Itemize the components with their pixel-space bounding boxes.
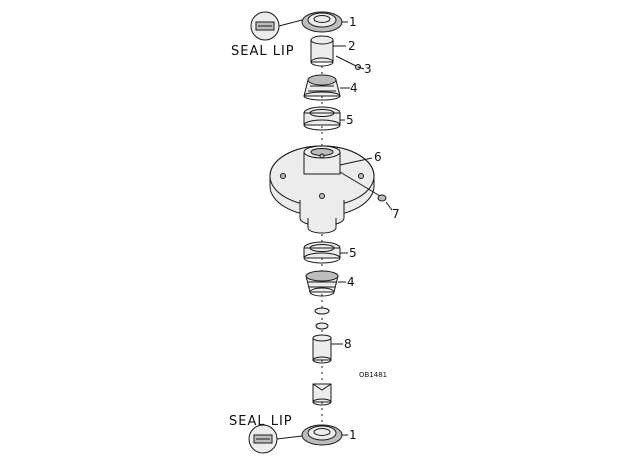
part-bearing-cone-bottom — [305, 270, 339, 297]
part-spacer — [312, 334, 332, 364]
part-bearing-cone-top — [303, 74, 341, 101]
callout-4-top: 4 — [350, 81, 358, 95]
callout-6: 6 — [374, 150, 382, 164]
seal-lip-label-top: SEAL LIP — [231, 44, 295, 59]
callout-4-bottom: 4 — [347, 275, 355, 289]
part-hub — [269, 145, 375, 234]
callout-7: 7 — [392, 207, 400, 221]
callout-group: 1 2 3 4 5 6 7 5 4 8 1 — [331, 15, 400, 442]
part-shaft-lower — [312, 383, 332, 406]
part-washer — [314, 307, 330, 330]
callout-2: 2 — [348, 39, 356, 53]
seal-lip-detail-bottom — [248, 424, 303, 454]
figure-code: OB1481 — [359, 371, 387, 379]
part-grease-fitting — [335, 55, 361, 70]
callout-1-top: 1 — [349, 15, 357, 29]
part-seal-top — [301, 11, 343, 33]
part-sleeve — [310, 35, 334, 67]
callout-5-bottom: 5 — [349, 246, 357, 260]
callout-3: 3 — [364, 62, 372, 76]
seal-lip-label-bottom: SEAL LIP — [229, 414, 293, 429]
callout-5-top: 5 — [346, 113, 354, 127]
part-plug — [339, 171, 387, 202]
callout-8: 8 — [344, 337, 352, 351]
part-seal-bottom — [301, 424, 343, 446]
part-bearing-cup-top — [303, 106, 341, 131]
callout-1-bottom: 1 — [349, 428, 357, 442]
seal-lip-detail-top — [250, 11, 303, 41]
